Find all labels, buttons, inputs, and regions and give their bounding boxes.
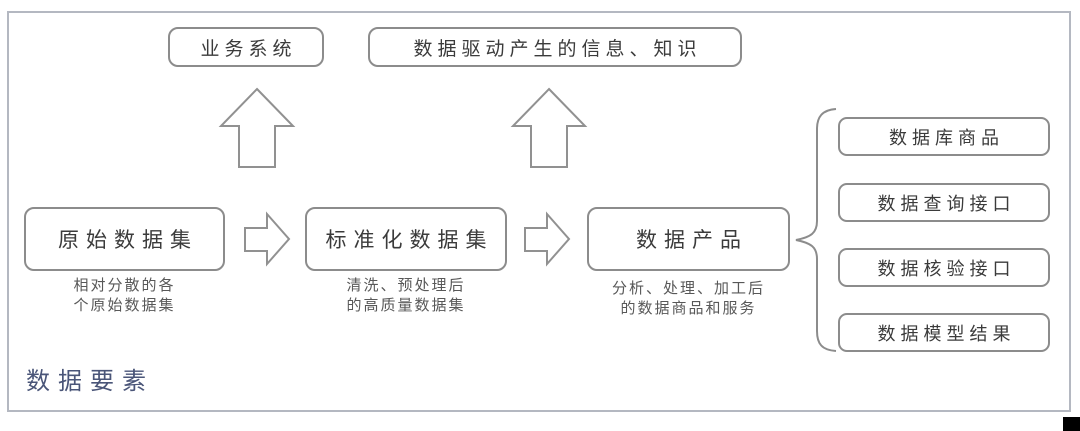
desc-raw-dataset-line2: 个原始数据集 — [73, 298, 176, 314]
flow-box-raw-dataset: 原始数据集 — [24, 207, 225, 271]
flow-box-standardized-dataset-label: 标准化数据集 — [325, 228, 494, 252]
flow-box-data-product-label: 数据产品 — [636, 228, 748, 252]
desc-data-product: 分析、处理、加工后 的数据商品和服务 — [577, 279, 800, 319]
diagram-title: 数据要素 — [26, 369, 154, 395]
desc-raw-dataset-line1: 相对分散的各 — [73, 278, 176, 294]
top-box-data-driven-info-label: 数据驱动产生的信息、知识 — [413, 38, 702, 60]
output-box-data-verify-api: 数据核验接口 — [838, 248, 1050, 287]
output-box-data-query-api: 数据查询接口 — [838, 183, 1050, 222]
flow-box-data-product: 数据产品 — [587, 207, 790, 271]
desc-data-product-line1: 分析、处理、加工后 — [611, 281, 765, 297]
output-box-data-model-result-label: 数据模型结果 — [877, 323, 1016, 344]
output-box-data-verify-api-label: 数据核验接口 — [877, 258, 1016, 279]
top-box-business-system: 业务系统 — [168, 27, 324, 67]
flow-box-raw-dataset-label: 原始数据集 — [58, 228, 198, 252]
desc-data-product-line2: 的数据商品和服务 — [620, 301, 757, 317]
cursor-block — [1063, 417, 1080, 431]
flow-box-standardized-dataset: 标准化数据集 — [305, 207, 507, 271]
output-box-database-product-label: 数据库商品 — [889, 127, 1004, 148]
desc-standardized-dataset-line2: 的高质量数据集 — [346, 298, 466, 314]
desc-standardized-dataset-line1: 清洗、预处理后 — [346, 278, 466, 294]
output-box-data-query-api-label: 数据查询接口 — [877, 193, 1016, 214]
desc-raw-dataset: 相对分散的各 个原始数据集 — [24, 276, 225, 316]
output-box-data-model-result: 数据模型结果 — [838, 313, 1050, 352]
output-box-database-product: 数据库商品 — [838, 117, 1050, 156]
desc-standardized-dataset: 清洗、预处理后 的高质量数据集 — [305, 276, 507, 316]
top-box-data-driven-info: 数据驱动产生的信息、知识 — [368, 27, 742, 67]
top-box-business-system-label: 业务系统 — [200, 38, 297, 60]
